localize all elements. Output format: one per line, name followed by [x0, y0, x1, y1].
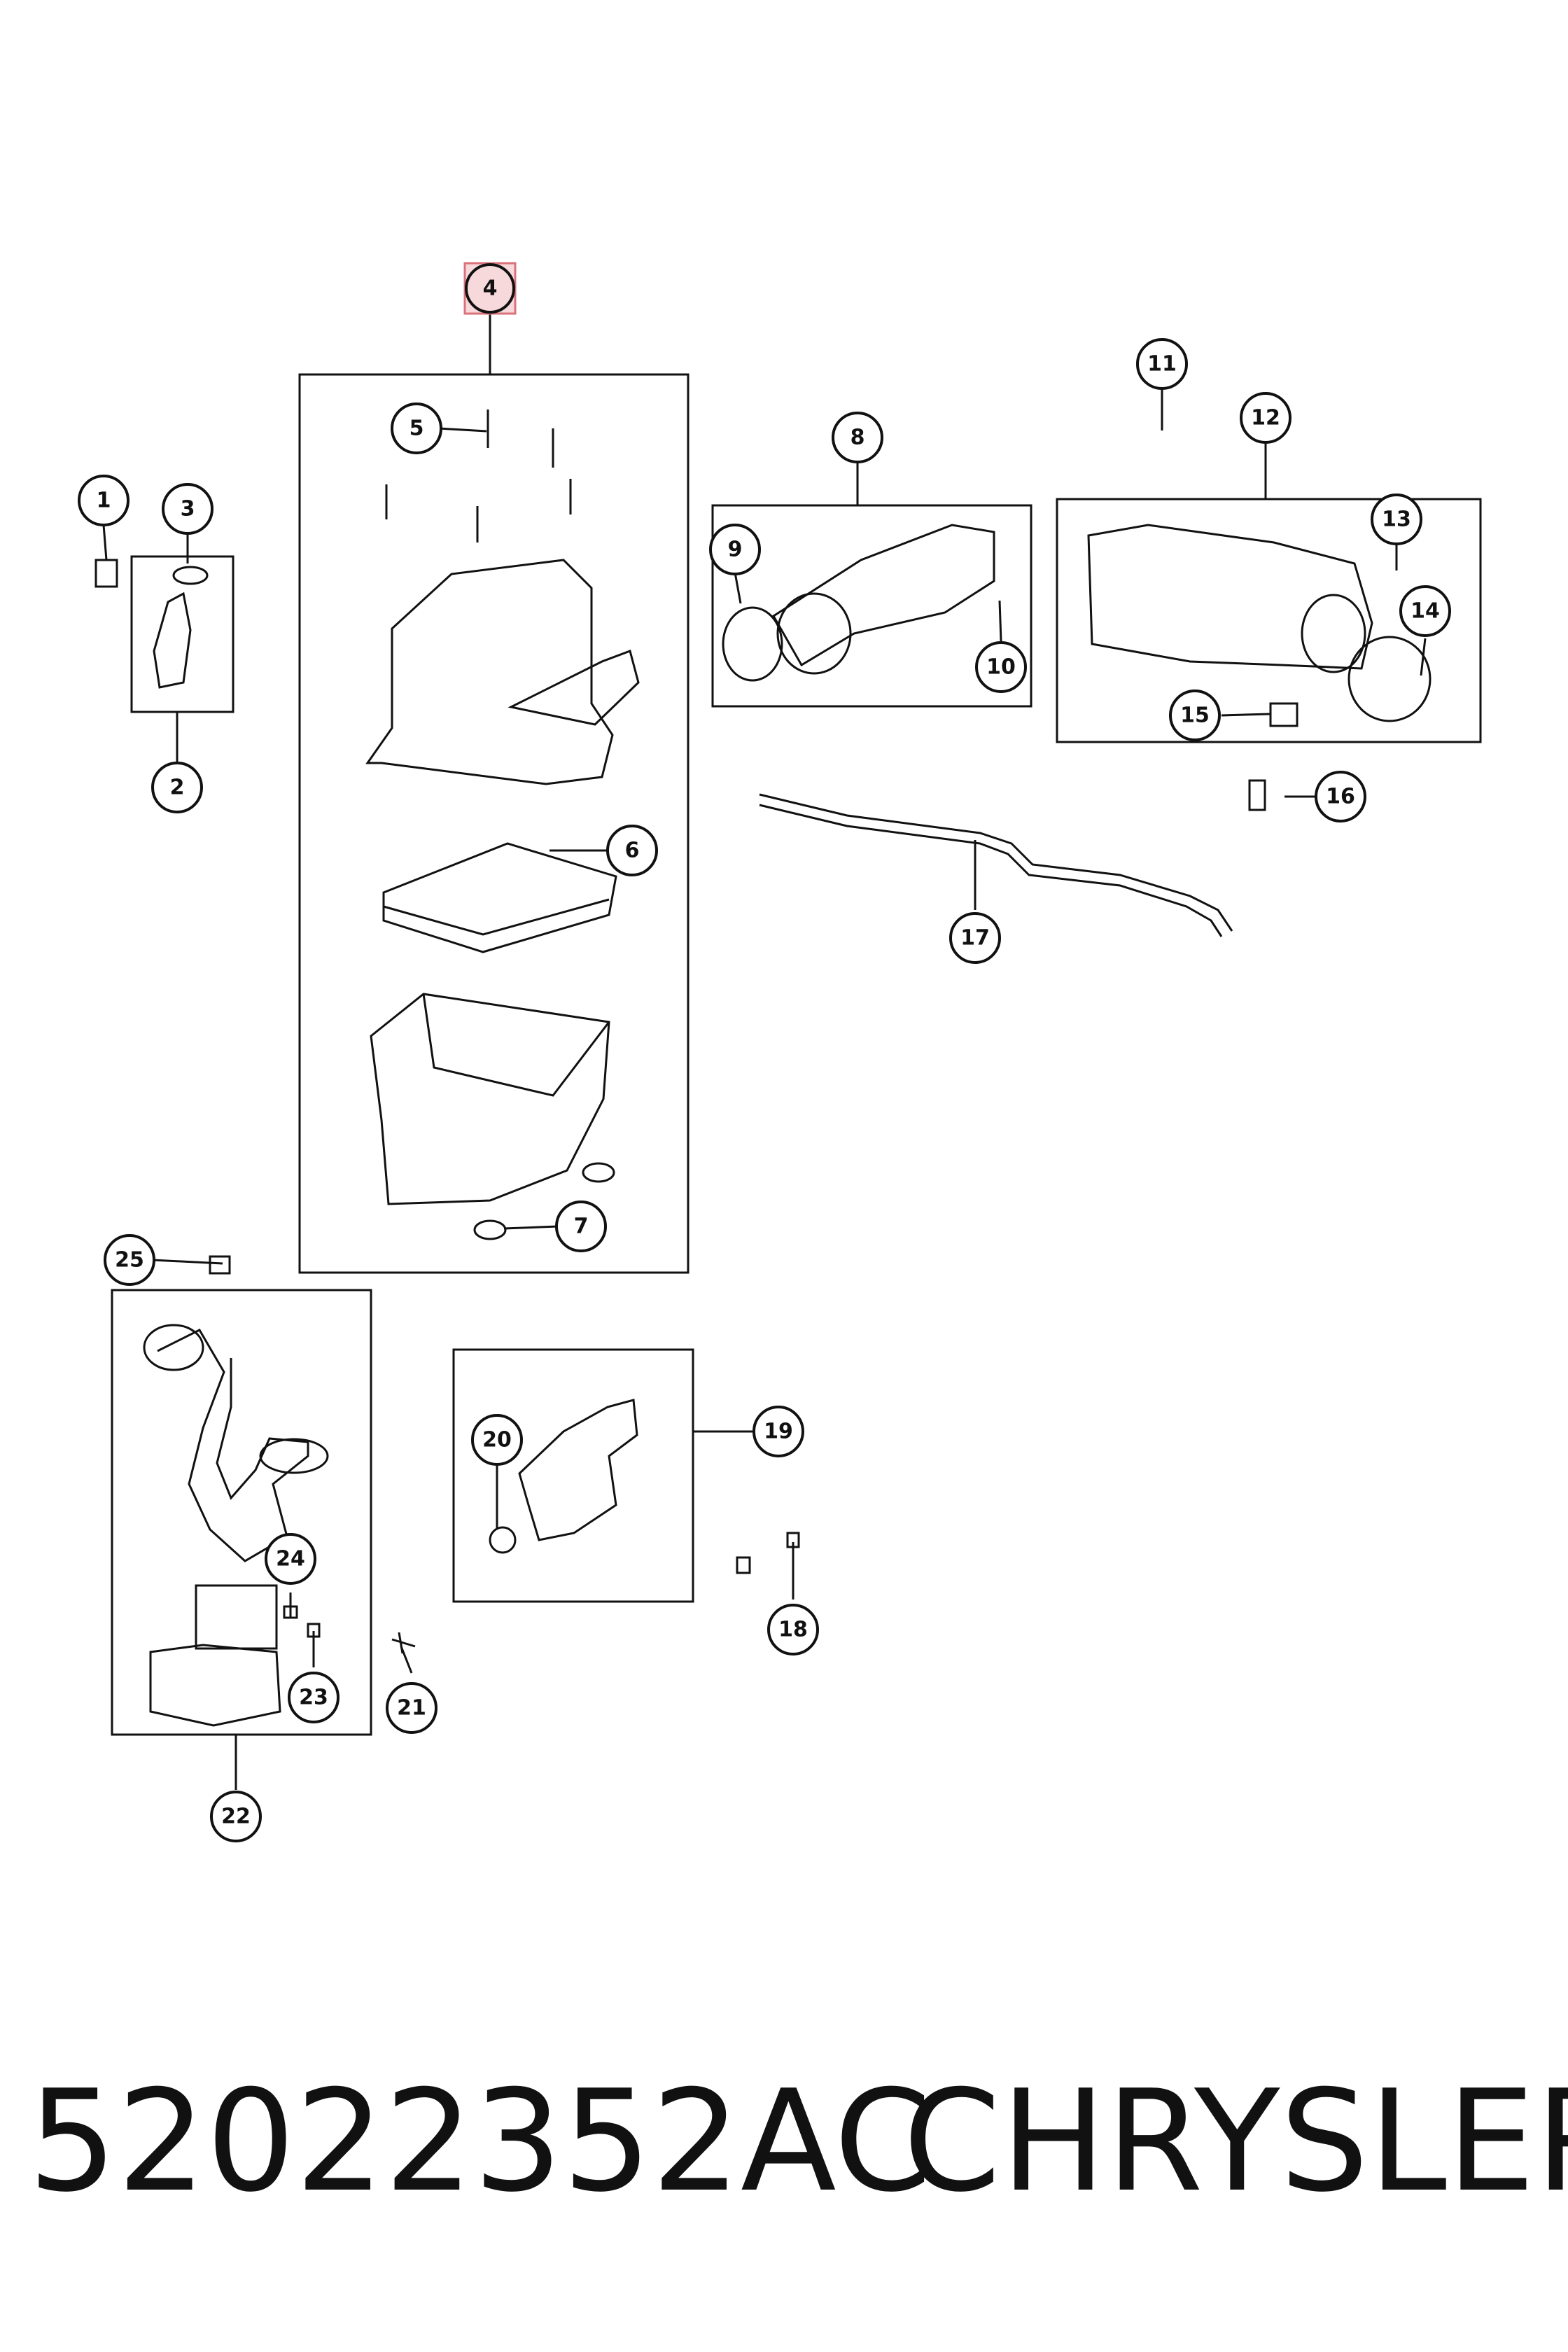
callout-label: 18	[778, 1618, 808, 1642]
callout-24[interactable]: 24	[265, 1533, 316, 1585]
callout-label: 2	[170, 776, 185, 800]
callout-label: 9	[728, 538, 743, 562]
callout-3[interactable]: 3	[162, 483, 214, 535]
callout-19[interactable]: 19	[752, 1406, 804, 1457]
callout-label: 17	[960, 926, 990, 951]
callout-16[interactable]: 16	[1315, 771, 1366, 822]
group-box-12	[1056, 498, 1482, 743]
callout-label: 6	[625, 839, 640, 863]
callout-label: 4	[483, 276, 498, 301]
callout-1[interactable]: 1	[78, 475, 130, 526]
callout-13[interactable]: 13	[1371, 493, 1422, 545]
callout-11[interactable]: 11	[1136, 338, 1188, 390]
callout-label: 15	[1180, 704, 1210, 728]
callout-label: 11	[1147, 352, 1177, 377]
callout-15[interactable]: 15	[1169, 690, 1221, 741]
brand-name: CHRYSLER	[903, 2060, 1568, 2223]
callout-10[interactable]: 10	[975, 641, 1027, 693]
callout-label: 23	[299, 1686, 328, 1710]
callout-label: 1	[97, 489, 111, 513]
callout-label: 5	[410, 416, 424, 441]
callout-label: 19	[764, 1420, 793, 1444]
callout-label: 12	[1251, 406, 1280, 430]
callout-22[interactable]: 22	[210, 1791, 262, 1842]
group-box-2	[130, 555, 234, 713]
callout-label: 14	[1410, 599, 1440, 624]
callout-label: 13	[1382, 507, 1411, 532]
callout-21[interactable]: 21	[386, 1682, 438, 1734]
callout-label: 16	[1326, 785, 1355, 809]
callout-6[interactable]: 6	[606, 825, 658, 876]
callout-8[interactable]: 8	[832, 412, 883, 463]
callout-12[interactable]: 12	[1240, 392, 1292, 444]
callout-5[interactable]: 5	[391, 402, 442, 454]
callout-25[interactable]: 25	[104, 1234, 155, 1286]
callout-label: 7	[574, 1214, 589, 1239]
callout-label: 8	[850, 426, 865, 450]
part-number: 52022352AC	[28, 2060, 932, 2223]
group-box-4	[298, 373, 690, 1274]
group-box-22	[111, 1289, 372, 1736]
callout-4[interactable]: 4	[465, 263, 515, 314]
callout-label: 25	[115, 1248, 144, 1273]
group-box-8	[711, 504, 1032, 708]
callout-label: 21	[397, 1696, 426, 1721]
callout-17[interactable]: 17	[949, 912, 1001, 964]
callout-label: 10	[986, 655, 1016, 680]
callout-20[interactable]: 20	[471, 1414, 523, 1466]
group-box-19	[452, 1348, 694, 1603]
callout-2[interactable]: 2	[151, 762, 203, 813]
callout-23[interactable]: 23	[288, 1672, 340, 1723]
callout-label: 20	[482, 1428, 512, 1452]
callout-label: 22	[221, 1805, 251, 1829]
callout-9[interactable]: 9	[709, 524, 761, 575]
callout-label: 24	[276, 1547, 305, 1572]
callout-14[interactable]: 14	[1399, 585, 1451, 637]
part-sketches	[94, 410, 1432, 1727]
callout-label: 3	[181, 497, 195, 522]
callout-18[interactable]: 18	[767, 1604, 819, 1656]
callout-7[interactable]: 7	[555, 1200, 607, 1252]
